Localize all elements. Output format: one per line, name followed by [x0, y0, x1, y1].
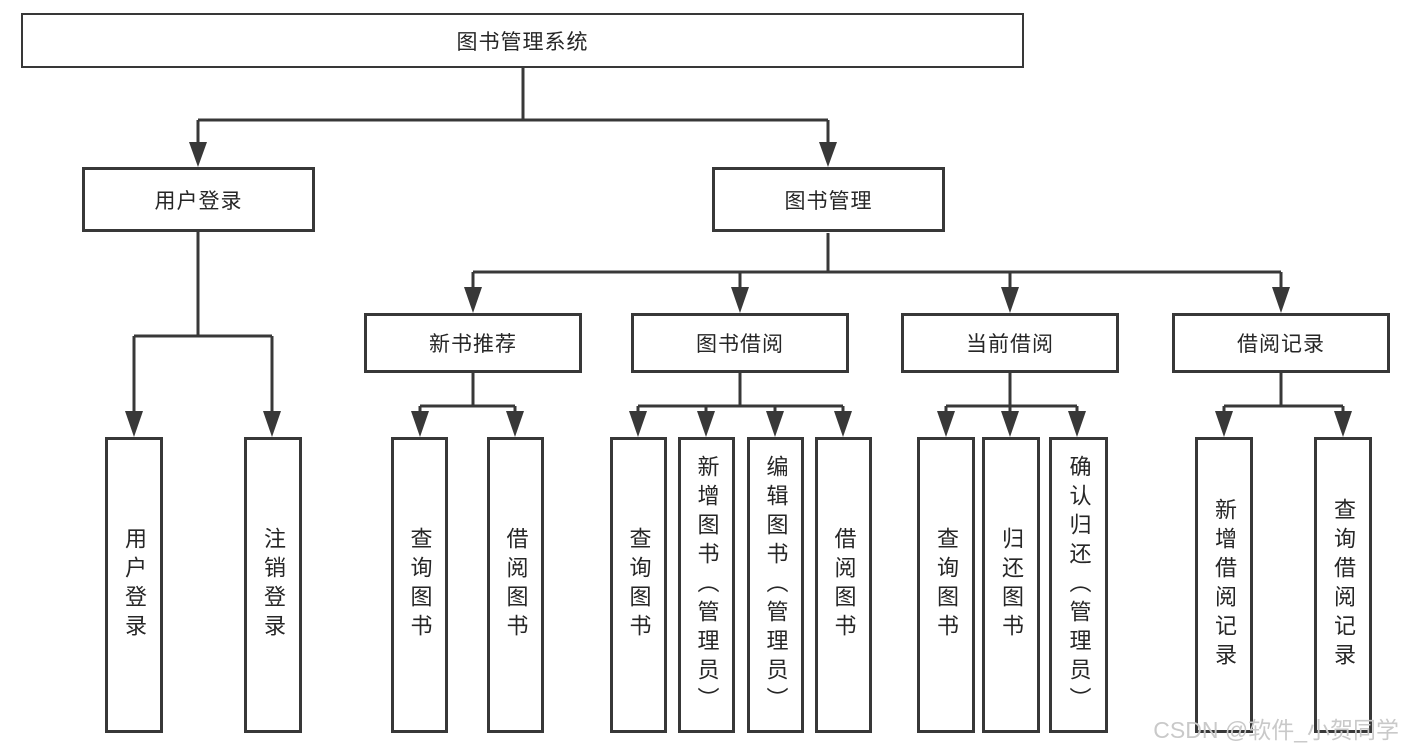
leaf-return-book-label: 归还图书	[999, 527, 1024, 643]
node-user-login-label: 用户登录	[154, 189, 243, 213]
leaf-query-books-current-label: 查询图书	[934, 527, 959, 643]
node-book-management-label: 图书管理	[784, 189, 873, 213]
leaf-edit-book-admin: 编辑图书（管理员）	[747, 437, 804, 733]
leaf-borrow-books-2-label: 借阅图书	[831, 527, 857, 643]
leaf-logout-label: 注销登录	[261, 527, 286, 643]
node-borrow-records: 借阅记录	[1172, 313, 1390, 373]
node-current-borrow: 当前借阅	[901, 313, 1119, 373]
leaf-add-book-admin: 新增图书（管理员）	[678, 437, 735, 733]
node-new-book-recommend: 新书推荐	[364, 313, 582, 373]
leaf-query-borrow-record: 查询借阅记录	[1314, 437, 1372, 733]
leaf-query-borrow-record-label: 查询借阅记录	[1331, 498, 1356, 672]
leaf-return-book: 归还图书	[982, 437, 1040, 733]
node-root-label: 图书管理系统	[456, 30, 589, 54]
leaf-query-books-recommend-label: 查询图书	[407, 527, 433, 643]
leaf-add-book-admin-label: 新增图书（管理员）	[694, 454, 720, 716]
node-borrow-records-label: 借阅记录	[1237, 333, 1325, 356]
node-book-borrow-label: 图书借阅	[696, 333, 784, 356]
leaf-add-borrow-record: 新增借阅记录	[1195, 437, 1253, 733]
node-user-login: 用户登录	[82, 167, 315, 232]
leaf-confirm-return-admin-label: 确认归还（管理员）	[1066, 454, 1092, 716]
leaf-user-login: 用户登录	[105, 437, 163, 733]
node-book-borrow: 图书借阅	[631, 313, 849, 373]
csdn-watermark: CSDN @软件_小贺同学	[1153, 717, 1399, 743]
leaf-query-books-borrow-label: 查询图书	[626, 527, 652, 643]
leaf-borrow-books-recommend: 借阅图书	[487, 437, 544, 733]
leaf-query-books-recommend: 查询图书	[391, 437, 448, 733]
node-new-book-recommend-label: 新书推荐	[429, 333, 517, 356]
node-root: 图书管理系统	[21, 13, 1024, 68]
leaf-borrow-books-recommend-label: 借阅图书	[503, 527, 529, 643]
leaf-add-borrow-record-label: 新增借阅记录	[1212, 498, 1237, 672]
leaf-user-login-label: 用户登录	[122, 527, 147, 643]
node-current-borrow-label: 当前借阅	[966, 333, 1054, 356]
leaf-query-books-borrow: 查询图书	[610, 437, 667, 733]
leaf-edit-book-admin-label: 编辑图书（管理员）	[763, 454, 789, 716]
node-book-management: 图书管理	[712, 167, 945, 232]
leaf-query-books-current: 查询图书	[917, 437, 975, 733]
leaf-borrow-books-2: 借阅图书	[815, 437, 872, 733]
leaf-logout: 注销登录	[244, 437, 302, 733]
leaf-confirm-return-admin: 确认归还（管理员）	[1049, 437, 1108, 733]
